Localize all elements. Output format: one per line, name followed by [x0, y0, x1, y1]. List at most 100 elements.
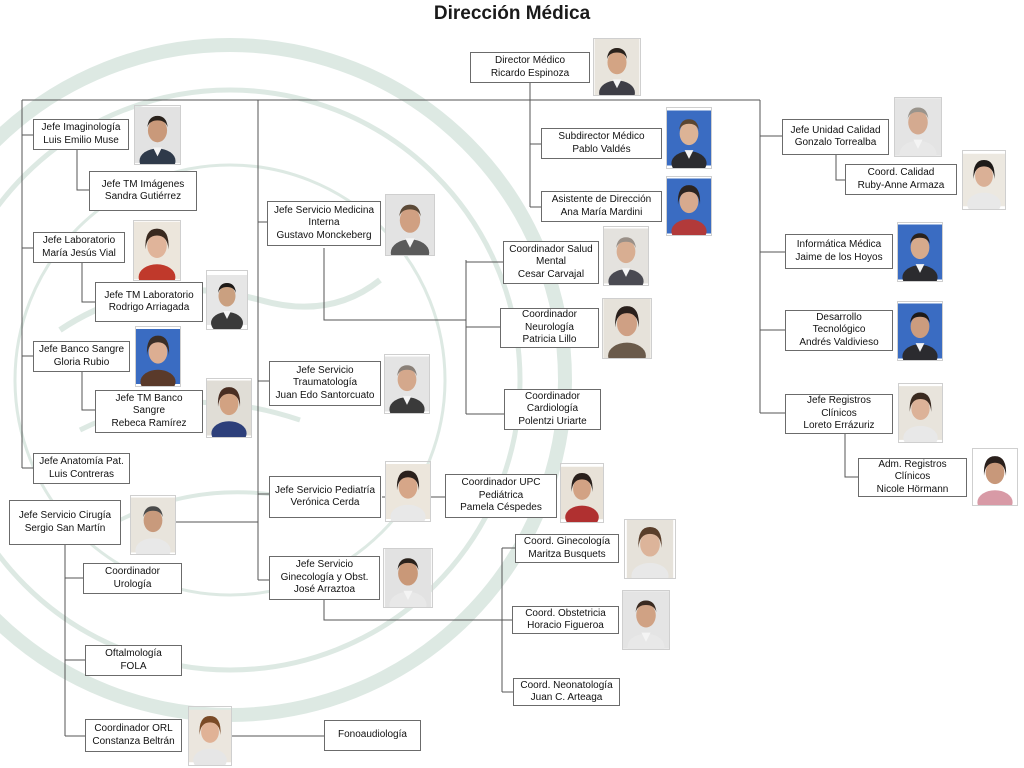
portrait-photo [560, 463, 604, 523]
node-line: Jefe Servicio Pediatría [274, 484, 376, 496]
node-jefe-tm-banco[interactable]: Jefe TM Banco Sangre Rebeca Ramírez [95, 390, 203, 433]
node-line: Informática Médica [796, 239, 882, 250]
node-line: Jefe Servicio [295, 559, 354, 571]
node-jefe-ginecologia[interactable]: Jefe Servicio Ginecología y Obst. José A… [269, 556, 380, 600]
portrait-photo [385, 461, 431, 522]
node-jefe-imaginologia[interactable]: Jefe Imaginología Luis Emilio Muse [33, 119, 129, 150]
node-line: José Arraztoa [293, 584, 356, 596]
person-icon [899, 386, 942, 442]
person-icon [898, 303, 942, 360]
portrait-photo [130, 495, 176, 555]
node-line: Jefe TM Banco [115, 392, 183, 404]
person-icon [134, 221, 180, 280]
node-jefe-banco-sangre[interactable]: Jefe Banco Sangre Gloria Rubio [33, 341, 130, 372]
node-subdirector-medico[interactable]: Subdirector Médico Pablo Valdés [541, 128, 662, 159]
node-line: Maritza Busquets [528, 548, 606, 560]
page-title: Dirección Médica [433, 3, 591, 24]
node-jefe-laboratorio[interactable]: Jefe Laboratorio María Jesús Vial [33, 232, 125, 263]
person-icon [207, 275, 247, 329]
person-icon [207, 380, 251, 437]
node-line: Cesar Carvajal [517, 268, 585, 280]
node-coordinador-cardiologia[interactable]: Coordinador Cardiología Polentzi Uriarte [504, 389, 601, 430]
node-line: Jefe Registros [807, 395, 871, 407]
node-jefe-traumatologia[interactable]: Jefe Servicio Traumatología Juan Edo San… [269, 361, 381, 406]
node-line: Juan Edo Santorcuato [275, 389, 375, 401]
node-line: Coord. Ginecología [523, 536, 611, 547]
portrait-photo [602, 298, 652, 359]
person-icon [973, 449, 1017, 505]
node-line: Mental [535, 256, 566, 268]
node-coordinador-urologia[interactable]: Coordinador Urología [83, 563, 182, 594]
node-fonoaudiologia[interactable]: Fonoaudiología [324, 720, 421, 751]
node-jefe-unidad-calidad[interactable]: Jefe Unidad Calidad Gonzalo Torrealba [782, 119, 889, 155]
node-jefe-medicina-interna[interactable]: Jefe Servicio Medicina Interna Gustavo M… [267, 201, 381, 246]
node-line: Tecnológico [812, 324, 866, 336]
node-line: Coordinador [524, 390, 581, 402]
node-line: Jefe Anatomía Pat. [39, 456, 124, 467]
node-asistente-direccion[interactable]: Asistente de Dirección Ana María Mardini [541, 191, 662, 222]
node-coord-obstetricia[interactable]: Coord. Obstetricia Horacio Figueroa [512, 606, 619, 634]
node-line: Coord. Neonatología [520, 679, 613, 691]
person-icon [623, 591, 669, 649]
node-director-medico[interactable]: Director Médico Ricardo Espinoza [470, 52, 590, 83]
node-jefe-pediatria[interactable]: Jefe Servicio Pediatría Verónica Cerda [269, 476, 381, 518]
node-desarrollo-tecnologico[interactable]: Desarrollo Tecnológico Andrés Valdivieso [785, 310, 893, 351]
node-coord-calidad[interactable]: Coord. Calidad Ruby-Anne Armaza [845, 164, 957, 195]
portrait-photo [384, 354, 430, 414]
node-line: Jefe Banco Sangre [38, 344, 125, 355]
node-line: Coord. Calidad [867, 167, 935, 178]
node-line: Sandra Gutiérrez [104, 191, 182, 202]
node-line: Polentzi Uriarte [518, 415, 587, 427]
node-coord-neonatologia[interactable]: Coord. Neonatología Juan C. Arteaga [513, 678, 620, 706]
node-jefe-tm-laboratorio[interactable]: Jefe TM Laboratorio Rodrigo Arriagada [95, 282, 203, 322]
node-line: Adm. Registros [878, 458, 947, 470]
node-line: Coord. Obstetricia [525, 607, 606, 619]
node-line: Loreto Errázuriz [803, 420, 875, 432]
node-line: Ricardo Espinoza [490, 67, 570, 79]
portrait-photo [898, 383, 943, 443]
person-icon [667, 110, 711, 168]
node-line: Horacio Figueroa [527, 620, 604, 631]
node-line: Neurología [525, 321, 574, 333]
person-icon [384, 549, 432, 607]
node-line: Jefe Imaginología [41, 122, 121, 133]
person-icon [895, 98, 941, 156]
node-line: Pablo Valdés [572, 143, 631, 155]
node-line: Rodrigo Arriagada [108, 302, 190, 313]
node-line: Pamela Céspedes [460, 502, 542, 514]
node-line: Luis Contreras [48, 468, 115, 480]
node-line: Clínicos [821, 407, 857, 419]
node-line: Andrés Valdivieso [799, 336, 879, 348]
node-jefe-anatomia[interactable]: Jefe Anatomía Pat. Luis Contreras [33, 453, 130, 484]
node-line: Jefe Servicio Medicina [273, 204, 375, 216]
node-line: Juan C. Arteaga [530, 692, 603, 703]
node-coord-ginecologia[interactable]: Coord. Ginecología Maritza Busquets [515, 534, 619, 563]
portrait-photo [603, 226, 649, 286]
node-line: Ana María Mardini [560, 206, 643, 218]
node-line: Oftalmología [105, 648, 162, 659]
node-jefe-cirugia[interactable]: Jefe Servicio Cirugía Sergio San Martín [9, 500, 121, 545]
node-line: Gonzalo Torrealba [794, 137, 877, 148]
node-line: Rebeca Ramírez [111, 417, 187, 429]
node-coordinador-salud-mental[interactable]: Coordinador Salud Mental Cesar Carvajal [503, 241, 599, 284]
node-adm-registros-clinicos[interactable]: Adm. Registros Clínicos Nicole Hörmann [858, 458, 967, 497]
person-icon [136, 329, 180, 386]
portrait-photo [133, 220, 181, 281]
node-coordinador-orl[interactable]: Coordinador ORL Constanza Beltrán [85, 719, 182, 752]
node-informatica-medica[interactable]: Informática Médica Jaime de los Hoyos [785, 234, 893, 269]
node-oftalmologia[interactable]: Oftalmología FOLA [85, 645, 182, 676]
portrait-photo [622, 590, 670, 650]
node-line: María Jesús Vial [42, 247, 116, 259]
node-jefe-tm-imagenes[interactable]: Jefe TM Imágenes Sandra Gutiérrez [89, 171, 197, 211]
node-line: Verónica Cerda [290, 497, 360, 508]
node-line: Jaime de los Hoyos [795, 251, 883, 263]
node-coordinador-upc[interactable]: Coordinador UPC Pediátrica Pamela Césped… [445, 474, 557, 518]
node-coordinador-neurologia[interactable]: Coordinador Neurología Patricia Lillo [500, 308, 599, 348]
node-line: Jefe Laboratorio [42, 235, 116, 246]
node-jefe-registros-clinicos[interactable]: Jefe Registros Clínicos Loreto Errázuriz [785, 394, 893, 434]
person-icon [131, 497, 175, 554]
node-line: Clínicos [894, 471, 931, 483]
node-line: Gustavo Monckeberg [276, 229, 372, 241]
node-line: Asistente de Dirección [551, 194, 652, 205]
